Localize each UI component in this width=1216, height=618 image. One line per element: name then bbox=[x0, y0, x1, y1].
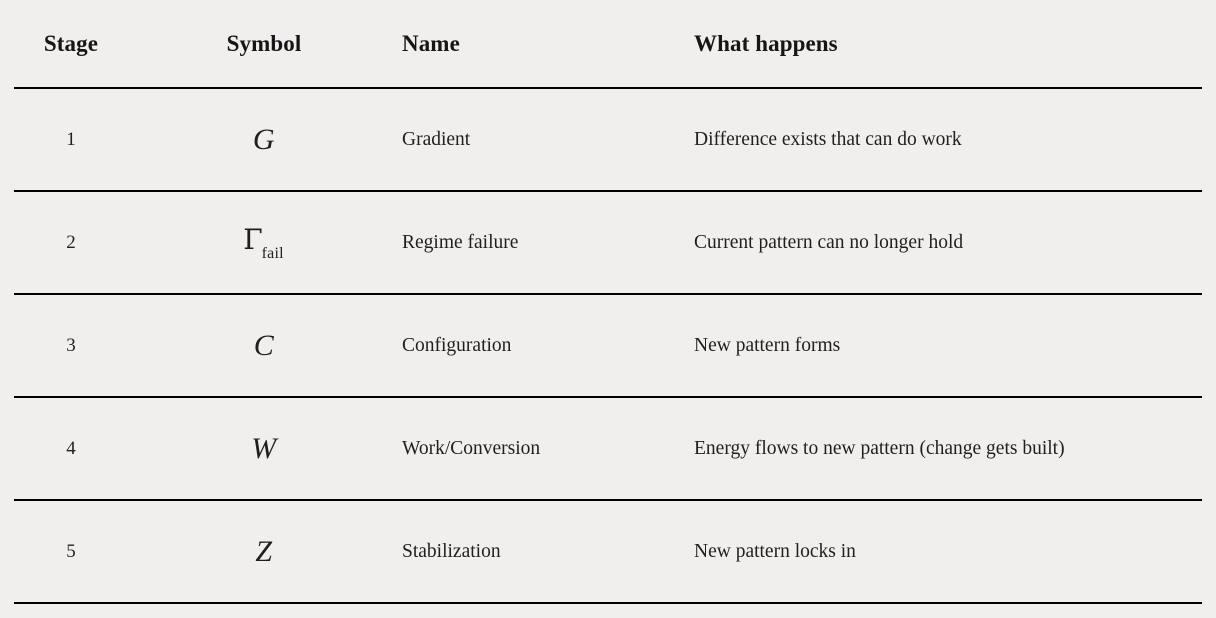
stage-progression-table: Stage Symbol Name What happens 1 G Gradien… bbox=[14, 0, 1202, 604]
cell-what-happens: New pattern forms bbox=[680, 294, 1202, 398]
symbol-glyph: C bbox=[254, 329, 275, 362]
cell-name: Configuration bbox=[388, 294, 680, 398]
symbol-base: C bbox=[253, 328, 275, 362]
cell-stage: 3 bbox=[14, 294, 166, 398]
cell-name: Regime failure bbox=[388, 191, 680, 295]
symbol-glyph: G bbox=[253, 123, 275, 156]
cell-what-happens: Difference exists that can do work bbox=[680, 88, 1202, 192]
column-header-name: Name bbox=[388, 0, 680, 89]
cell-symbol: Z bbox=[166, 500, 388, 604]
table-header: Stage Symbol Name What happens bbox=[14, 0, 1202, 89]
cell-name: Gradient bbox=[388, 88, 680, 192]
column-header-symbol: Symbol bbox=[166, 0, 388, 89]
symbol-glyph: Γfail bbox=[243, 222, 285, 262]
column-header-what-happens: What happens bbox=[680, 0, 1202, 89]
symbol-base: Z bbox=[255, 534, 273, 568]
symbol-base: Γ bbox=[243, 222, 263, 256]
cell-what-happens: Energy flows to new pattern (change gets… bbox=[680, 397, 1202, 501]
column-header-stage: Stage bbox=[14, 0, 166, 89]
symbol-subscript: fail bbox=[261, 245, 284, 263]
symbol-glyph: W bbox=[251, 432, 277, 465]
cell-symbol: Γfail bbox=[166, 191, 388, 295]
cell-stage: 2 bbox=[14, 191, 166, 295]
table-header-row: Stage Symbol Name What happens bbox=[14, 0, 1202, 89]
cell-stage: 4 bbox=[14, 397, 166, 501]
cell-stage: 1 bbox=[14, 88, 166, 192]
cell-symbol: C bbox=[166, 294, 388, 398]
cell-what-happens: New pattern locks in bbox=[680, 500, 1202, 604]
cell-name: Stabilization bbox=[388, 500, 680, 604]
symbol-base: G bbox=[252, 122, 276, 156]
cell-symbol: W bbox=[166, 397, 388, 501]
cell-name: Work/Conversion bbox=[388, 397, 680, 501]
cell-stage: 5 bbox=[14, 500, 166, 604]
symbol-glyph: Z bbox=[255, 535, 272, 568]
cell-symbol: G bbox=[166, 88, 388, 192]
cell-what-happens: Current pattern can no longer hold bbox=[680, 191, 1202, 295]
symbol-base: W bbox=[251, 431, 277, 465]
